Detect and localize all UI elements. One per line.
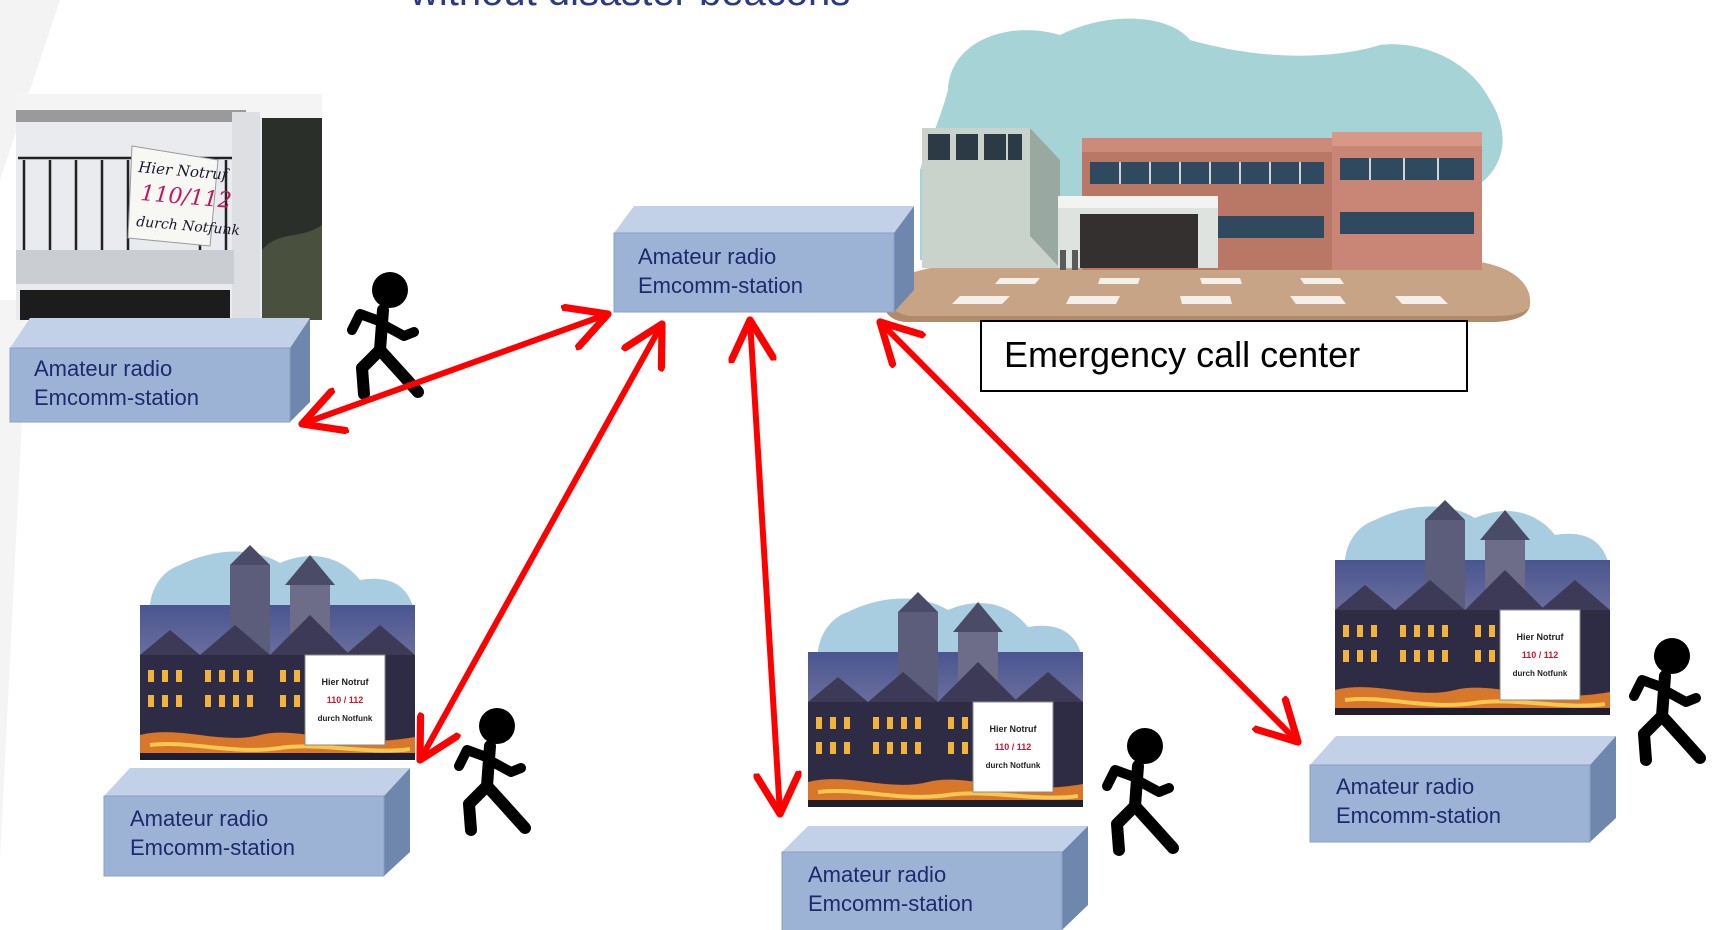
sign-text-1: Hier Notruf [990, 724, 1038, 734]
station-box-right [1309, 736, 1616, 843]
station-box-top-left [9, 318, 310, 423]
sign-text-2: 110 / 112 [1522, 650, 1559, 660]
sign-text-1: Hier Notruf [322, 677, 370, 687]
station-label-right: Amateur radio Emcomm-station [1336, 774, 1502, 828]
station-box-center [613, 206, 914, 313]
sign-text-3: durch Notfunk [986, 761, 1041, 770]
station-label-top-left: Amateur radio Emcomm-station [34, 356, 200, 410]
person-walking-icon [1634, 638, 1700, 760]
town-scene-left: Hier Notruf 110 / 112 durch Notfunk [138, 543, 417, 762]
sign-text-2: 110 / 112 [995, 742, 1032, 752]
link-arrow-bottom-left [420, 324, 662, 760]
call-center-building [883, 18, 1531, 322]
decor-shape [0, 300, 28, 860]
town-scene-right: Hier Notruf 110 / 112 durch Notfunk [1333, 498, 1612, 717]
sign-text-2: 110 / 112 [327, 695, 364, 705]
station-label-center: Amateur radio Emcomm-station [638, 244, 804, 298]
link-arrow-right [880, 322, 1298, 742]
sign-text-1: Hier Notruf [1517, 632, 1565, 642]
station-box-bottom-left [103, 768, 410, 877]
station-label-bottom-center: Amateur radio Emcomm-station [808, 862, 974, 916]
sign-text-3: durch Notfunk [318, 714, 373, 723]
person-walking-icon [352, 272, 418, 394]
decor-shape [0, 0, 60, 180]
emergency-call-center-label: Emergency call center [980, 320, 1468, 392]
town-scene-center: Hier Notruf 110 / 112 durch Notfunk [806, 590, 1085, 809]
station-box-bottom-center [781, 826, 1088, 930]
station-label-bottom-left: Amateur radio Emcomm-station [130, 806, 296, 860]
sign-text-3: durch Notfunk [1513, 669, 1568, 678]
link-arrow-bottom-center [750, 320, 780, 814]
page-title: without disaster beacons [410, 0, 850, 15]
balcony-photo: Hier Notruf 110/112 durch Notfunk [16, 94, 322, 322]
person-walking-icon [459, 708, 525, 830]
person-walking-icon [1107, 728, 1173, 850]
